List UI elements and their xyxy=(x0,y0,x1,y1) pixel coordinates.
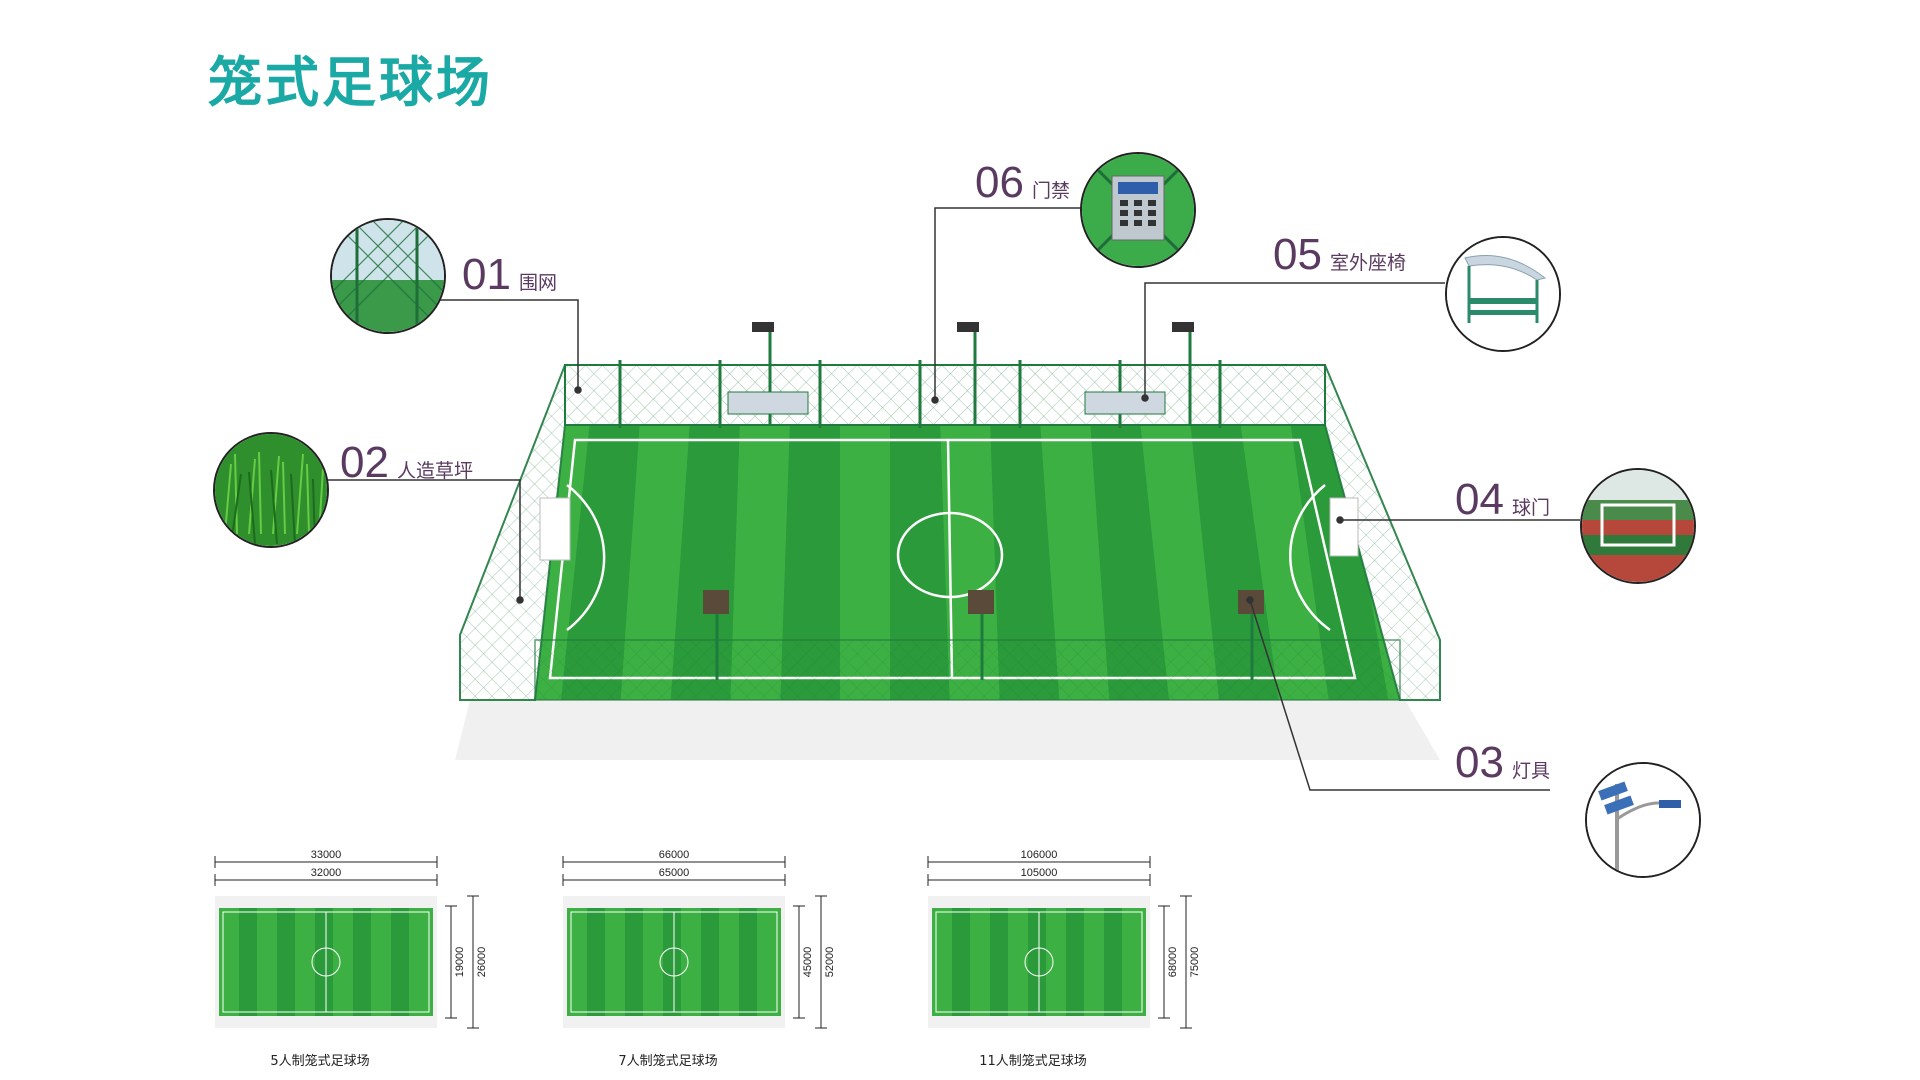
callout-05: 05 室外座椅 xyxy=(1273,230,1406,280)
callout-02: 02 人造草坪 xyxy=(340,438,473,488)
artificial-turf-icon xyxy=(213,432,329,548)
field-plan-11: 106000 105000 68000 75000 xyxy=(918,848,1208,1048)
callout-number: 01 xyxy=(462,250,511,299)
field-base xyxy=(455,700,1440,760)
dim-inner-width: 45000 xyxy=(802,947,814,978)
dim-outer-width: 52000 xyxy=(824,947,836,978)
bench-icon xyxy=(1445,236,1561,352)
fence-posts xyxy=(618,360,1222,428)
callout-label: 围网 xyxy=(518,272,557,294)
back-fence xyxy=(564,364,1326,426)
callout-label: 球门 xyxy=(1511,497,1550,519)
callout-number: 04 xyxy=(1455,475,1504,524)
street-light-icon xyxy=(1585,762,1701,878)
leader-lines xyxy=(320,207,1580,791)
goals xyxy=(539,497,1359,561)
front-light-poles xyxy=(703,590,1264,680)
fence-net-icon xyxy=(330,218,446,334)
goal-icon xyxy=(1580,468,1696,584)
callout-04: 04 球门 xyxy=(1455,475,1550,525)
front-fence xyxy=(534,639,1401,701)
callout-03: 03 灯具 xyxy=(1455,738,1550,788)
field-plan-11-caption: 11人制笼式足球场 xyxy=(979,1054,1087,1069)
dim-outer-length: 66000 xyxy=(659,849,690,861)
dim-outer-length: 106000 xyxy=(1021,849,1058,861)
dim-inner-width: 68000 xyxy=(1167,947,1179,978)
dim-inner-length: 105000 xyxy=(1021,867,1058,879)
callout-label: 灯具 xyxy=(1511,760,1550,782)
dim-inner-length: 32000 xyxy=(311,867,342,879)
dim-outer-width: 26000 xyxy=(476,947,488,978)
left-fence xyxy=(459,364,566,701)
dim-outer-length: 33000 xyxy=(311,849,342,861)
right-fence xyxy=(1324,364,1441,701)
back-light-poles xyxy=(752,322,1194,425)
page-title: 笼式足球场 xyxy=(208,50,493,114)
access-keypad-icon xyxy=(1080,152,1196,268)
callout-label: 室外座椅 xyxy=(1329,252,1406,274)
dim-inner-length: 65000 xyxy=(659,867,690,879)
field-plan-7: 66000 65000 45000 52000 xyxy=(553,848,843,1048)
callout-number: 03 xyxy=(1455,738,1504,787)
callout-06: 06 门禁 xyxy=(975,158,1070,208)
field-plan-7-caption: 7人制笼式足球场 xyxy=(618,1054,718,1069)
callout-number: 02 xyxy=(340,438,389,487)
callout-01: 01 围网 xyxy=(462,250,557,300)
callout-label: 门禁 xyxy=(1031,180,1070,202)
callout-label: 人造草坪 xyxy=(396,460,473,482)
dim-inner-width: 19000 xyxy=(454,947,466,978)
field-plan-5-caption: 5人制笼式足球场 xyxy=(270,1054,370,1069)
callout-number: 05 xyxy=(1273,230,1322,279)
dim-outer-width: 75000 xyxy=(1189,947,1201,978)
field-plan-5: 33000 32000 19000 26000 xyxy=(205,848,495,1048)
callout-number: 06 xyxy=(975,158,1024,207)
